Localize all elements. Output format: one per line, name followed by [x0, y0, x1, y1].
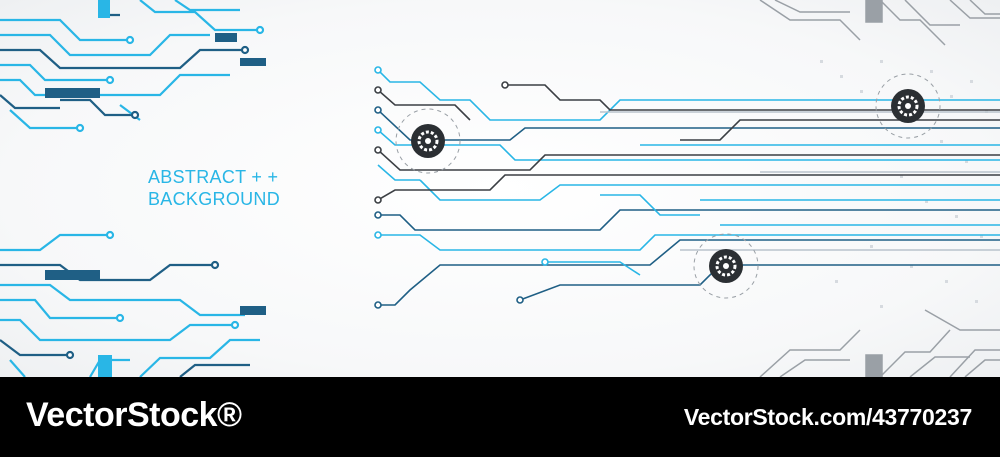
gear-icon — [875, 73, 941, 139]
top-right-gray-traces — [759, 0, 1000, 46]
headline-line-1: ABSTRACT + + — [148, 167, 279, 187]
brand-logo-text: VectorStock® — [26, 396, 242, 434]
stock-id-text: VectorStock.com/43770237 — [683, 404, 972, 430]
headline-line-2: BACKGROUND — [148, 189, 281, 209]
headline: ABSTRACT + + BACKGROUND — [148, 166, 280, 210]
bottom-left-circuit-cluster — [0, 230, 266, 377]
gear-icon — [395, 108, 461, 174]
circuit-artwork: ABSTRACT + + BACKGROUND — [0, 0, 1000, 377]
top-left-circuit-cluster — [0, 0, 266, 133]
central-traces — [374, 66, 1000, 309]
bottom-right-gray-traces — [759, 309, 1000, 377]
circuit-board-graphic — [0, 0, 1000, 377]
gear-icon — [693, 233, 759, 299]
watermark-footer — [0, 377, 1000, 457]
